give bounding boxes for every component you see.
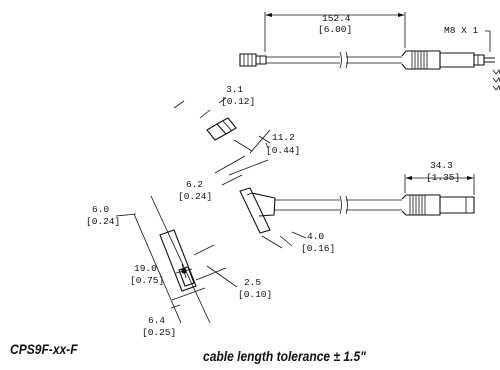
right-angle-cable-assembly: 34.3 [1.35] [239, 160, 475, 234]
cable-tolerance-note: cable length tolerance ± 1.5" [203, 348, 366, 364]
cable-offset-in: [0.16] [301, 243, 335, 254]
cable-length-in: [6.00] [318, 24, 352, 35]
thread-callout: M8 X 1 [444, 25, 491, 52]
body-height-mm: 19.0 [134, 263, 157, 274]
body-depth-mm: 6.4 [148, 315, 165, 326]
connector-length-in: [1.35] [426, 172, 460, 183]
housing-dimensions: 11.2 [0.44] 6.2 [0.24] 4.0 [0.16] [178, 129, 335, 254]
connector-length-mm: 34.3 [430, 160, 453, 171]
body-detail: 6.0 [0.24] 19.0 [0.75] 2.5 [0.10] 6.4 [0… [86, 195, 272, 338]
housing-width-mm: 6.2 [186, 179, 203, 190]
straight-cable-assembly: 152.4 [6.00] M8 X 1 [239, 12, 500, 91]
right-angle-housing [239, 187, 276, 234]
cable-bottom [274, 195, 402, 215]
connector-length-dimension: 34.3 [1.35] [404, 160, 475, 195]
cable-top [266, 51, 402, 69]
pin-width-in: [0.10] [238, 289, 272, 300]
cap-length-mm: 3.1 [226, 84, 243, 95]
housing-width-in: [0.24] [178, 191, 212, 202]
housing-length-in: [0.44] [266, 145, 300, 156]
straight-connector-bottom [401, 194, 475, 216]
housing-length-mm: 11.2 [272, 132, 295, 143]
part-number-label: CPS9F-xx-F [10, 341, 78, 357]
body-height-in: [0.75] [130, 275, 164, 286]
cable-length-dimension: 152.4 [6.00] [264, 12, 406, 52]
body-width-mm: 6.0 [92, 204, 109, 215]
cable-offset-mm: 4.0 [307, 231, 324, 242]
pin-width-mm: 2.5 [244, 277, 261, 288]
thread-label: M8 X 1 [444, 25, 479, 36]
body-width-in: [0.24] [86, 216, 120, 227]
body-depth-in: [0.25] [142, 327, 176, 338]
cap-length-in: [0.12] [221, 96, 255, 107]
m8-connector-top [401, 50, 500, 91]
probe-tip [239, 53, 267, 67]
cable-length-mm: 152.4 [322, 13, 351, 24]
cap-detail: 3.1 [0.12] [173, 84, 255, 141]
